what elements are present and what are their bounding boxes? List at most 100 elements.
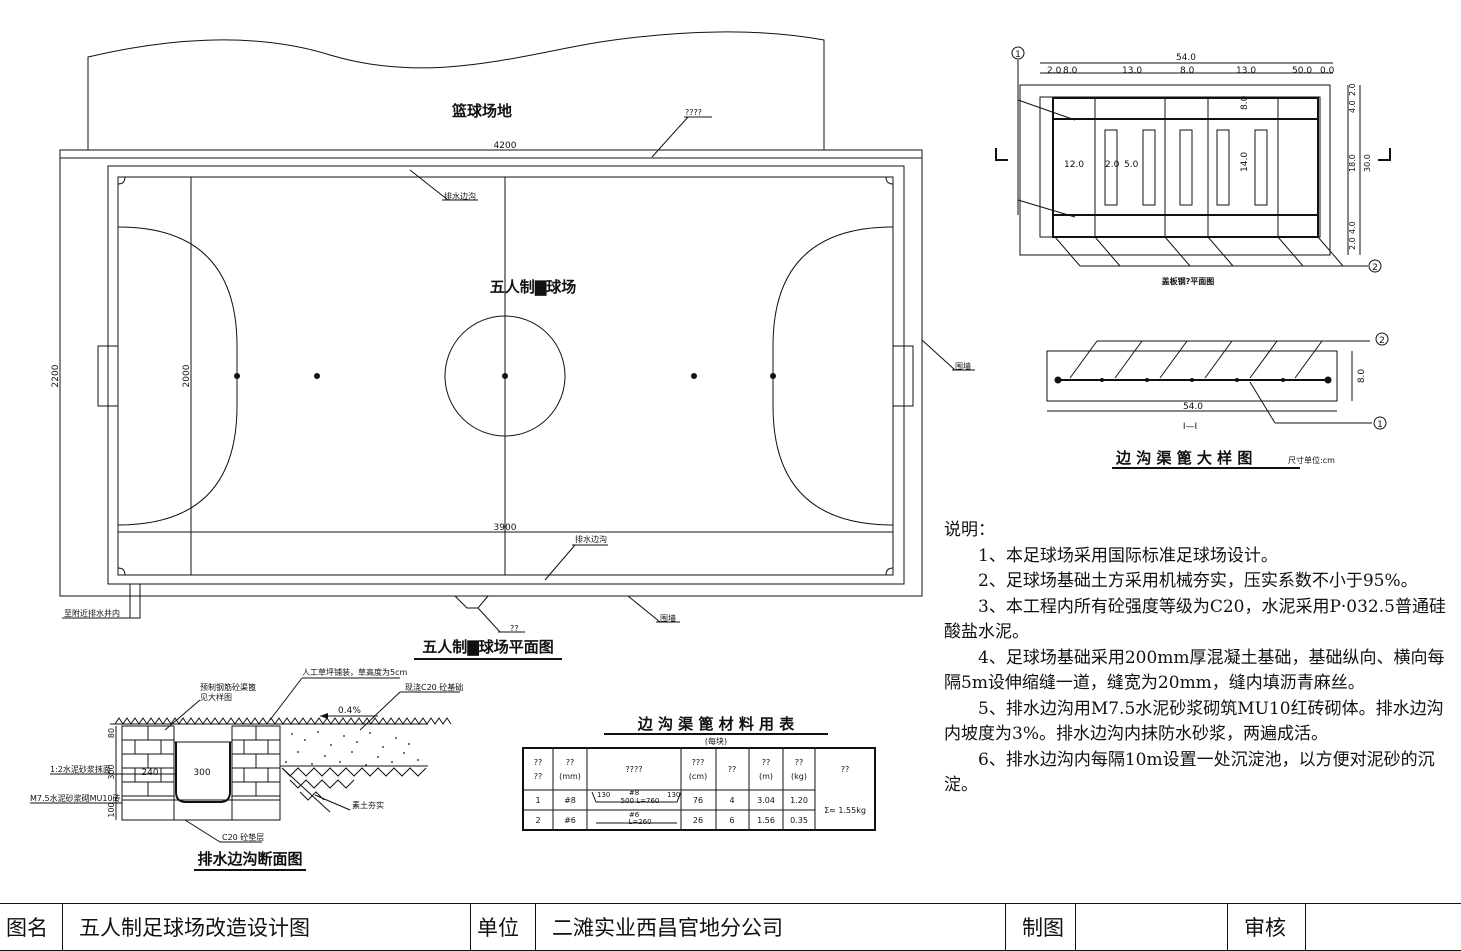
fence-top-label: ???? xyxy=(685,108,702,117)
second-spot-right xyxy=(691,373,697,379)
penalty-area-right xyxy=(772,226,894,526)
drain-cross-section: 0.4% 300 240 80 300 100 预制钢筋砼渠篦 见大样图 人工草… xyxy=(30,667,463,871)
goal-right xyxy=(892,345,914,407)
marker-2-top: 2 xyxy=(1372,263,1378,273)
wall-bottom-label: 围墙 xyxy=(660,613,676,623)
seg-dim-3: 13.0 xyxy=(1122,66,1142,76)
dim-300-channel: 300 xyxy=(193,768,210,778)
table-cell-1-0: 2 xyxy=(535,816,540,825)
inner-dim-1: 12.0 xyxy=(1064,160,1084,170)
plan-title: 五人制▇球场平面图 xyxy=(422,638,554,656)
outlet-small-label: ?? xyxy=(510,624,519,633)
note-6: 6、排水边沟内每隔10m设置一处沉淀池，以方便对泥砂的沉淀。 xyxy=(944,749,1435,796)
label-mortar2: M7.5水泥砂浆砌MU10砖 xyxy=(30,793,121,803)
notes-heading: 说明： xyxy=(944,520,995,540)
right-dim-2: 4.0 xyxy=(1348,100,1357,113)
table-header-3-0: ??? xyxy=(692,758,705,767)
table-header-5-0: ?? xyxy=(762,758,771,767)
table-cell-0-1: #8 xyxy=(564,796,576,805)
grate-slots xyxy=(1104,129,1268,206)
table-header-2-0: ???? xyxy=(626,765,643,774)
name-label: 图名 xyxy=(0,904,63,950)
dim-240: 240 xyxy=(141,768,158,778)
trench-overall-dim: 54.0 xyxy=(1176,53,1196,63)
seg-dim-2: 8.0 xyxy=(1063,66,1078,76)
table-cell-0-6: 1.20 xyxy=(790,796,808,805)
table-header-4-0: ?? xyxy=(728,765,737,774)
label-turf: 人工草坪铺装，草高度为5cm xyxy=(302,667,407,677)
basketball-label: 篮球场地 xyxy=(451,102,512,120)
label-grate2: 见大样图 xyxy=(200,692,232,702)
note-3: 3、本工程内所有砼强度等级为C20，水泥采用P·032.5普通硅酸盐水泥。 xyxy=(944,596,1446,643)
table-cell-1-3: 26 xyxy=(693,816,703,825)
title-block: 图名 五人制足球场改造设计图 单位 二滩实业西昌官地分公司 制图 审核 xyxy=(0,903,1461,951)
seg-dim-1: 2.0 xyxy=(1047,66,1062,76)
table-cell-0-5: 3.04 xyxy=(757,796,775,805)
basketball-boundary xyxy=(87,31,825,150)
center-circle xyxy=(444,315,566,437)
right-dim-5: 4.0 xyxy=(1348,221,1357,234)
goal-left xyxy=(97,345,119,407)
label-grate: 预制钢筋砼渠篦 xyxy=(200,682,256,692)
trench-section: 2 1 54.0 8.0 I—I 边 沟 渠 篦 大 样 图 尺寸单位:cm xyxy=(1046,332,1389,469)
center-spot xyxy=(502,373,508,379)
row1-side: 130 xyxy=(597,791,610,799)
inner-dim-5: 14.0 xyxy=(1240,152,1250,172)
table-cell-1-5: 1.56 xyxy=(757,816,775,825)
table-cell-0-0: 1 xyxy=(535,796,540,805)
right-dim-6: 2.0 xyxy=(1348,237,1357,250)
check-label: 审核 xyxy=(1228,904,1306,950)
dim-3900: 3900 xyxy=(494,523,517,533)
penalty-area-left xyxy=(117,226,238,526)
table-shape-label-0: 500 L=760 xyxy=(621,797,660,805)
material-table: 边 沟 渠 篦 材 料 用 表 (每块) ??????(mm)???????(c… xyxy=(522,715,876,831)
table-cell-1-1: #6 xyxy=(564,816,576,825)
detail-scale: 尺寸单位:cm xyxy=(1288,455,1335,465)
trench-plan: 54.0 2.0 8.0 13.0 8.0 13.0 50.0 0.0 2.0 … xyxy=(995,46,1391,286)
table-header-1-0: ?? xyxy=(566,758,575,767)
table-header-3-1: (cm) xyxy=(689,772,707,781)
table-shape-label-1: L=260 xyxy=(628,818,651,826)
note-2: 2、足球场基础土方采用机械夯实，压实系数不小于95%。 xyxy=(978,571,1418,591)
dim-2000: 2000 xyxy=(182,364,192,387)
draw-label: 制图 xyxy=(1006,904,1076,950)
table-header-1-1: (mm) xyxy=(559,772,581,781)
table-header-6-0: ?? xyxy=(795,758,804,767)
table-header-0-0: ?? xyxy=(534,758,543,767)
marker-2-section: 2 xyxy=(1379,336,1385,346)
outlet-label: 至附近排水井内 xyxy=(64,608,120,618)
table-cell-1-4: 6 xyxy=(729,816,734,825)
dim-100: 100 xyxy=(107,802,116,817)
section-height-dim: 8.0 xyxy=(1357,369,1367,384)
section-label: I—I xyxy=(1183,422,1197,432)
note-5: 5、排水边沟用M7.5水泥砂浆砌筑MU10红砖砌体。排水边沟内坡度为3%。排水边… xyxy=(944,698,1444,745)
slope-label: 0.4% xyxy=(338,706,361,716)
dim-2200: 2200 xyxy=(51,364,61,387)
inner-dim-3: 5.0 xyxy=(1124,160,1139,170)
row1-mark: #8 xyxy=(629,789,639,797)
table-header-7-0: ?? xyxy=(841,765,850,774)
right-dim-4: 30.0 xyxy=(1363,154,1372,172)
wall xyxy=(107,165,905,585)
note-4: 4、足球场基础采用200mm厚混凝土基础，基础纵向、横向每隔5m设伸缩缝一道，缝… xyxy=(944,647,1445,694)
section-width-dim: 54.0 xyxy=(1183,402,1203,412)
detail-title: 边 沟 渠 篦 大 样 图 xyxy=(1115,449,1252,467)
unit-value: 二滩实业西昌官地分公司 xyxy=(536,904,1006,950)
label-soil: 素土夯实 xyxy=(352,800,384,810)
note-1: 1、本足球场采用国际标准足球场设计。 xyxy=(978,545,1278,566)
inner-dim-4: 8.0 xyxy=(1240,95,1250,110)
unit-label: 单位 xyxy=(471,904,536,950)
label-mortar1: 1:2水泥砂浆抹面 xyxy=(50,764,111,774)
dim-v300: 300 xyxy=(107,764,116,779)
wall-right-label: 围墙 xyxy=(955,361,971,371)
marker-1-section: 1 xyxy=(1377,420,1383,430)
row2-mark: #6 xyxy=(629,811,640,819)
field-label: 五人制▇球场 xyxy=(490,278,577,296)
table-subtitle: (每块) xyxy=(705,736,727,746)
label-base: 现浇C20 砼基础 xyxy=(405,682,463,692)
table-header-5-1: (m) xyxy=(759,772,773,781)
design-notes: 说明： 1、本足球场采用国际标准足球场设计。 2、足球场基础土方采用机械夯实，压… xyxy=(944,518,1456,799)
drain-label-bottom: 排水边沟 xyxy=(575,534,607,544)
seg-dim-5: 13.0 xyxy=(1236,66,1256,76)
